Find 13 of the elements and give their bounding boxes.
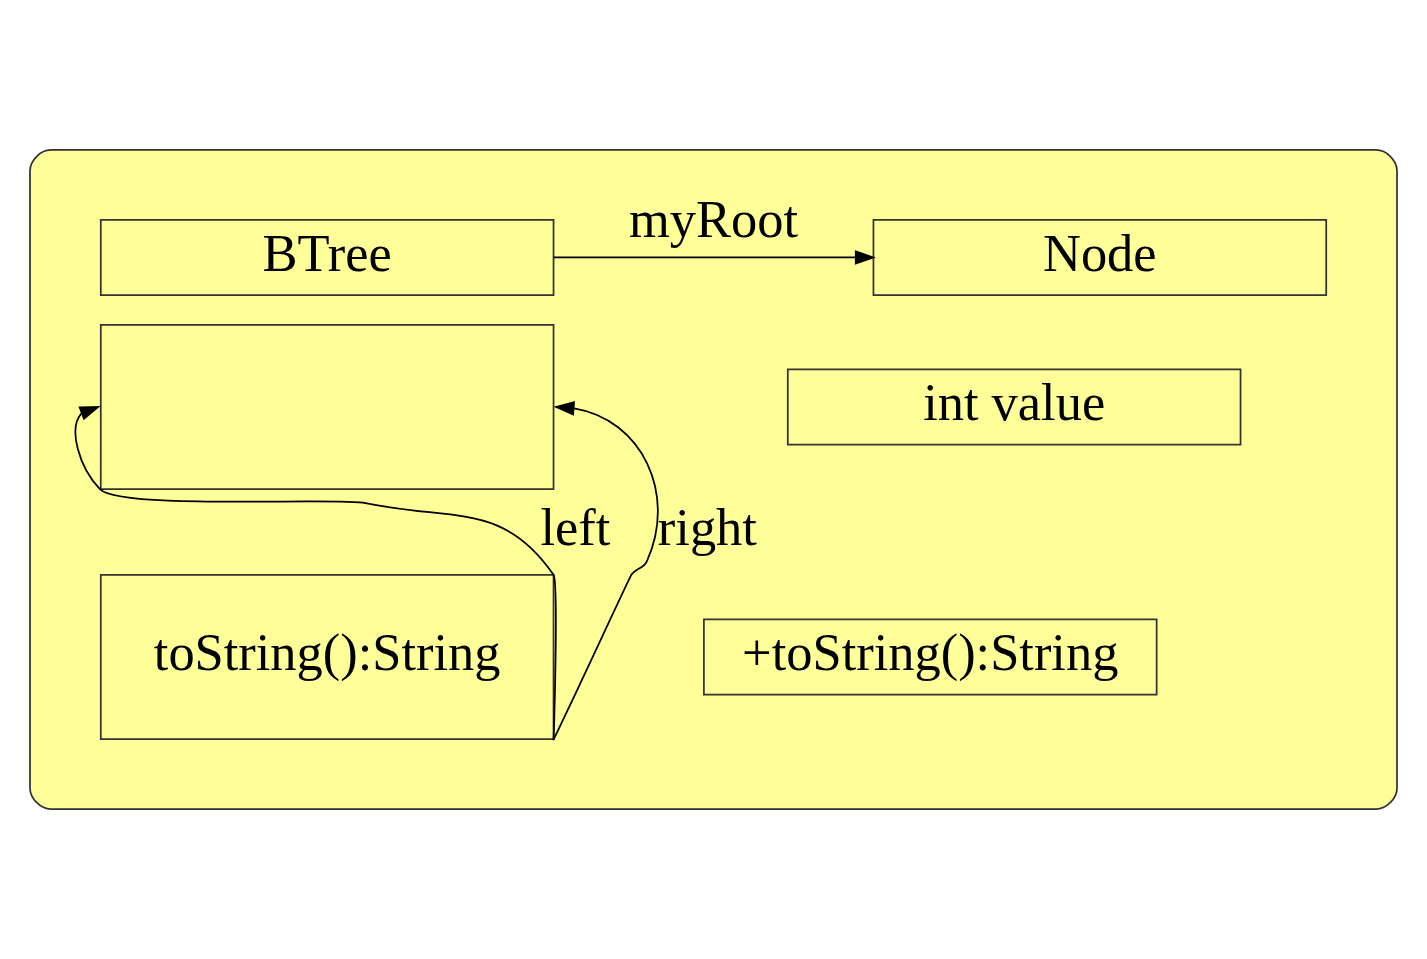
- node-box: BTree: [99, 219, 555, 296]
- edge-label: right: [657, 498, 757, 557]
- node-box: +toString():String: [703, 618, 1158, 696]
- edge-label: left: [540, 498, 611, 557]
- node-box: toString():String: [99, 573, 555, 740]
- edge-label: myRoot: [629, 189, 798, 248]
- node-box: Node: [872, 219, 1328, 296]
- arrow: [552, 250, 876, 265]
- arrow: [552, 401, 659, 740]
- node-box: int value: [786, 368, 1242, 446]
- node-box: [99, 323, 555, 490]
- cluster: [29, 149, 1398, 810]
- arrow: [74, 406, 557, 740]
